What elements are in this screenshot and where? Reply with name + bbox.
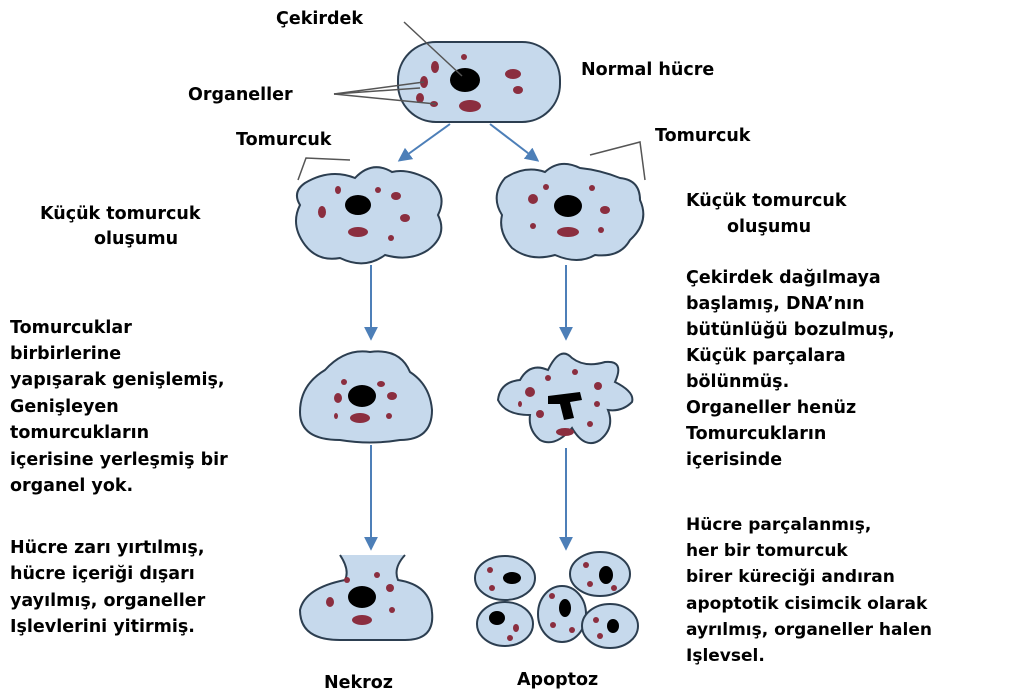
apoptotic-body	[538, 586, 586, 642]
label-cekirdek: Çekirdek	[276, 9, 363, 29]
label-necrosis-step2: Tomurcuklar birbirlerine yapışarak geniş…	[10, 318, 234, 496]
label-normal-hucre: Normal hücre	[581, 60, 714, 80]
label-kucuk-tomurcuk-left: Küçük tomurcuk oluşumu	[40, 204, 207, 249]
apoptotic-body	[570, 552, 630, 596]
label-nekroz: Nekroz	[324, 673, 393, 693]
apoptotic-body	[582, 604, 638, 648]
label-apoptosis-step2: Çekirdek dağılmaya başlamış, DNA’nın büt…	[686, 268, 901, 470]
apoptosis-cell-fragmenting	[498, 354, 632, 444]
apoptotic-bodies	[475, 552, 638, 648]
label-kucuk-tomurcuk-right: Küçük tomurcuk oluşumu	[686, 191, 853, 237]
apoptotic-body	[477, 602, 533, 646]
apoptosis-cell-small-blebs	[497, 164, 644, 260]
label-apoptosis-step3: Hücre parçalanmış, her bir tomurcuk bire…	[686, 515, 938, 666]
label-organeller: Organeller	[188, 85, 293, 105]
label-tomurcuk-left: Tomurcuk	[236, 130, 332, 150]
label-apoptoz: Apoptoz	[517, 670, 598, 690]
label-tomurcuk-right: Tomurcuk	[655, 126, 751, 146]
necrosis-cell-ruptured	[300, 555, 432, 640]
label-necrosis-step3: Hücre zarı yırtılmış, hücre içeriği dışa…	[10, 538, 211, 637]
necrosis-cell-small-blebs	[296, 167, 442, 263]
apoptotic-body	[475, 556, 535, 600]
necrosis-cell-large-blebs	[300, 351, 432, 442]
nucleus	[450, 68, 480, 92]
